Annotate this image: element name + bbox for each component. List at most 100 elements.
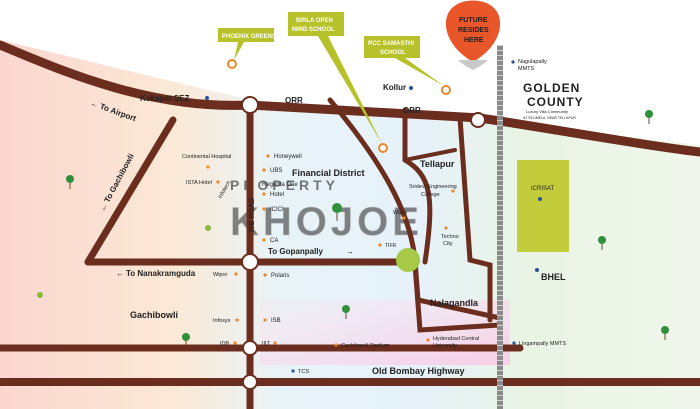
- kokapet-label: Kokapet SEZ: [140, 94, 189, 103]
- icici-label: ICICI: [270, 207, 284, 213]
- hcu-label-1: Hyderabad Central: [433, 336, 479, 342]
- icrisat-area: [517, 160, 569, 252]
- watermark-line2: KHOJOE: [230, 200, 423, 244]
- tellapur-east-road: [457, 115, 493, 323]
- hcu-label-2: University: [433, 343, 457, 349]
- icrisat-label: ICRISAT: [531, 186, 555, 192]
- phoenix-callout-box: [218, 28, 274, 42]
- junction-isb-obh: [242, 374, 258, 390]
- ubs-dot: [262, 168, 266, 172]
- iiit-label: IIIT: [262, 341, 271, 347]
- techno-label-1: Techno: [441, 234, 459, 240]
- future-label-2: RESIDES: [458, 27, 489, 34]
- orr-label-left: ORR: [285, 96, 303, 105]
- gopanpally-roundabout: [396, 248, 420, 272]
- nagulapalli-dot: [511, 60, 515, 64]
- tree-icon: [37, 292, 43, 298]
- bhel-dot: [535, 268, 539, 272]
- birla-callout-label-2: MIND SCHOOL: [292, 27, 335, 33]
- icrisat-dot: [538, 197, 542, 201]
- rcc-callout-label-1: RCC SAMASTHI: [368, 41, 414, 47]
- birla-callout-pointer: [318, 36, 382, 144]
- polaris-dot: [263, 273, 267, 277]
- future-balloon-shadow: [458, 60, 488, 70]
- kokapet-dot: [205, 96, 209, 100]
- lingampally-dot: [512, 341, 516, 345]
- idb-label: IDB: [220, 341, 230, 347]
- junction-isb-stadium: [242, 340, 258, 356]
- isb-dot: [263, 318, 267, 322]
- tifr-label: TIFR: [385, 243, 396, 249]
- continental-label: Continental Hospital: [182, 154, 231, 160]
- tcs-label: TCS: [298, 369, 309, 375]
- future-balloon-shape: [445, 0, 501, 62]
- future-label-3: HERE: [464, 37, 484, 44]
- sridevi-dot: [451, 189, 455, 193]
- tree-icon: [661, 326, 669, 340]
- nagulapalli-label-2: MMTS: [518, 66, 535, 72]
- birla-callout-box: [288, 12, 344, 36]
- gachibowli-diagonal-road: [84, 116, 177, 266]
- phoenix-callout-label: PHOENIX GREENS: [222, 34, 276, 40]
- wipro-top-dot: [402, 216, 406, 220]
- tellapur-label: Tellapur: [420, 159, 455, 169]
- isb-label: ISB: [271, 318, 281, 324]
- kollur-dot: [409, 86, 413, 90]
- tifr-dot: [378, 243, 382, 247]
- idb-dot: [233, 341, 237, 345]
- icici-dot: [262, 207, 266, 211]
- logo-line2: COUNTY: [527, 95, 584, 109]
- rcc-callout-box: [364, 36, 420, 58]
- svg-text:←: ←: [89, 98, 100, 109]
- nalagandla-label: Nalagandla: [430, 298, 479, 308]
- to-nanakramguda-label: To Nanakramguda: [126, 269, 196, 278]
- tcs-dot: [291, 369, 295, 373]
- honeywell-dot: [266, 154, 270, 158]
- kollur-label: Kollur: [383, 83, 406, 92]
- isb-road-label: ISB ROAD: [249, 198, 256, 232]
- watermark-line1: PROPERTY: [230, 177, 339, 193]
- junction-orr-east: [470, 112, 486, 128]
- birla-pin: [378, 143, 388, 153]
- hcu-dot: [426, 338, 430, 342]
- tree-icon: [182, 333, 190, 346]
- logo-tagline-1: Luxury Villa Community: [526, 109, 568, 114]
- gachibowli-label: Gachibowli: [130, 310, 178, 320]
- stadium-label: Gachibowli Stadium: [341, 343, 390, 349]
- rcc-callout-pointer: [395, 58, 444, 86]
- ca-label: CA: [270, 238, 278, 244]
- junction-orr-isb: [241, 96, 259, 114]
- regenta-dot: [262, 192, 266, 196]
- logo-tagline-2: AT VELIMELA, NEAR TELLAPUR: [523, 116, 576, 120]
- financial-district-label: Financial District: [292, 168, 365, 178]
- tree-icon: [66, 175, 74, 189]
- tree-icon: [645, 110, 653, 124]
- rcc-pin: [441, 85, 451, 95]
- sridevi-label-2: College: [421, 192, 440, 198]
- ca-dot: [262, 238, 266, 242]
- bhel-label: BHEL: [541, 272, 566, 282]
- future-label-1: FUTURE: [459, 17, 488, 24]
- ubs-label: UBS: [270, 168, 282, 174]
- old-bombay-highway-label: Old Bombay Highway: [372, 366, 465, 376]
- lingampally-label: Lingampally MMTS: [519, 341, 566, 347]
- nagulapalli-label-1: Nagulapally: [518, 59, 547, 65]
- golden-county-logo: GOLDEN COUNTY Luxury Villa Community AT …: [523, 81, 584, 120]
- infosys-label: Infosys: [213, 318, 231, 324]
- arrow-right-gopanpally: →: [346, 247, 354, 256]
- junction-isb-gopanpally: [241, 253, 259, 271]
- tree-icon: [332, 203, 342, 221]
- svg-text:←: ←: [98, 202, 110, 213]
- orr-label-right: ORR: [403, 106, 421, 115]
- tree-icon: [598, 236, 606, 250]
- nalagandla-road: [412, 262, 503, 333]
- rcc-callout-label-2: SCHOOL: [380, 50, 406, 56]
- stadium-dot: [334, 343, 338, 347]
- birla-callout-label-1: BIRLA OPEN: [296, 18, 333, 24]
- wipro-top-label: Wipro: [393, 210, 407, 216]
- polaris-label: Polaris: [271, 273, 289, 279]
- iiit-dot: [273, 341, 277, 345]
- regenta-one-label: Regenta One: [262, 182, 298, 188]
